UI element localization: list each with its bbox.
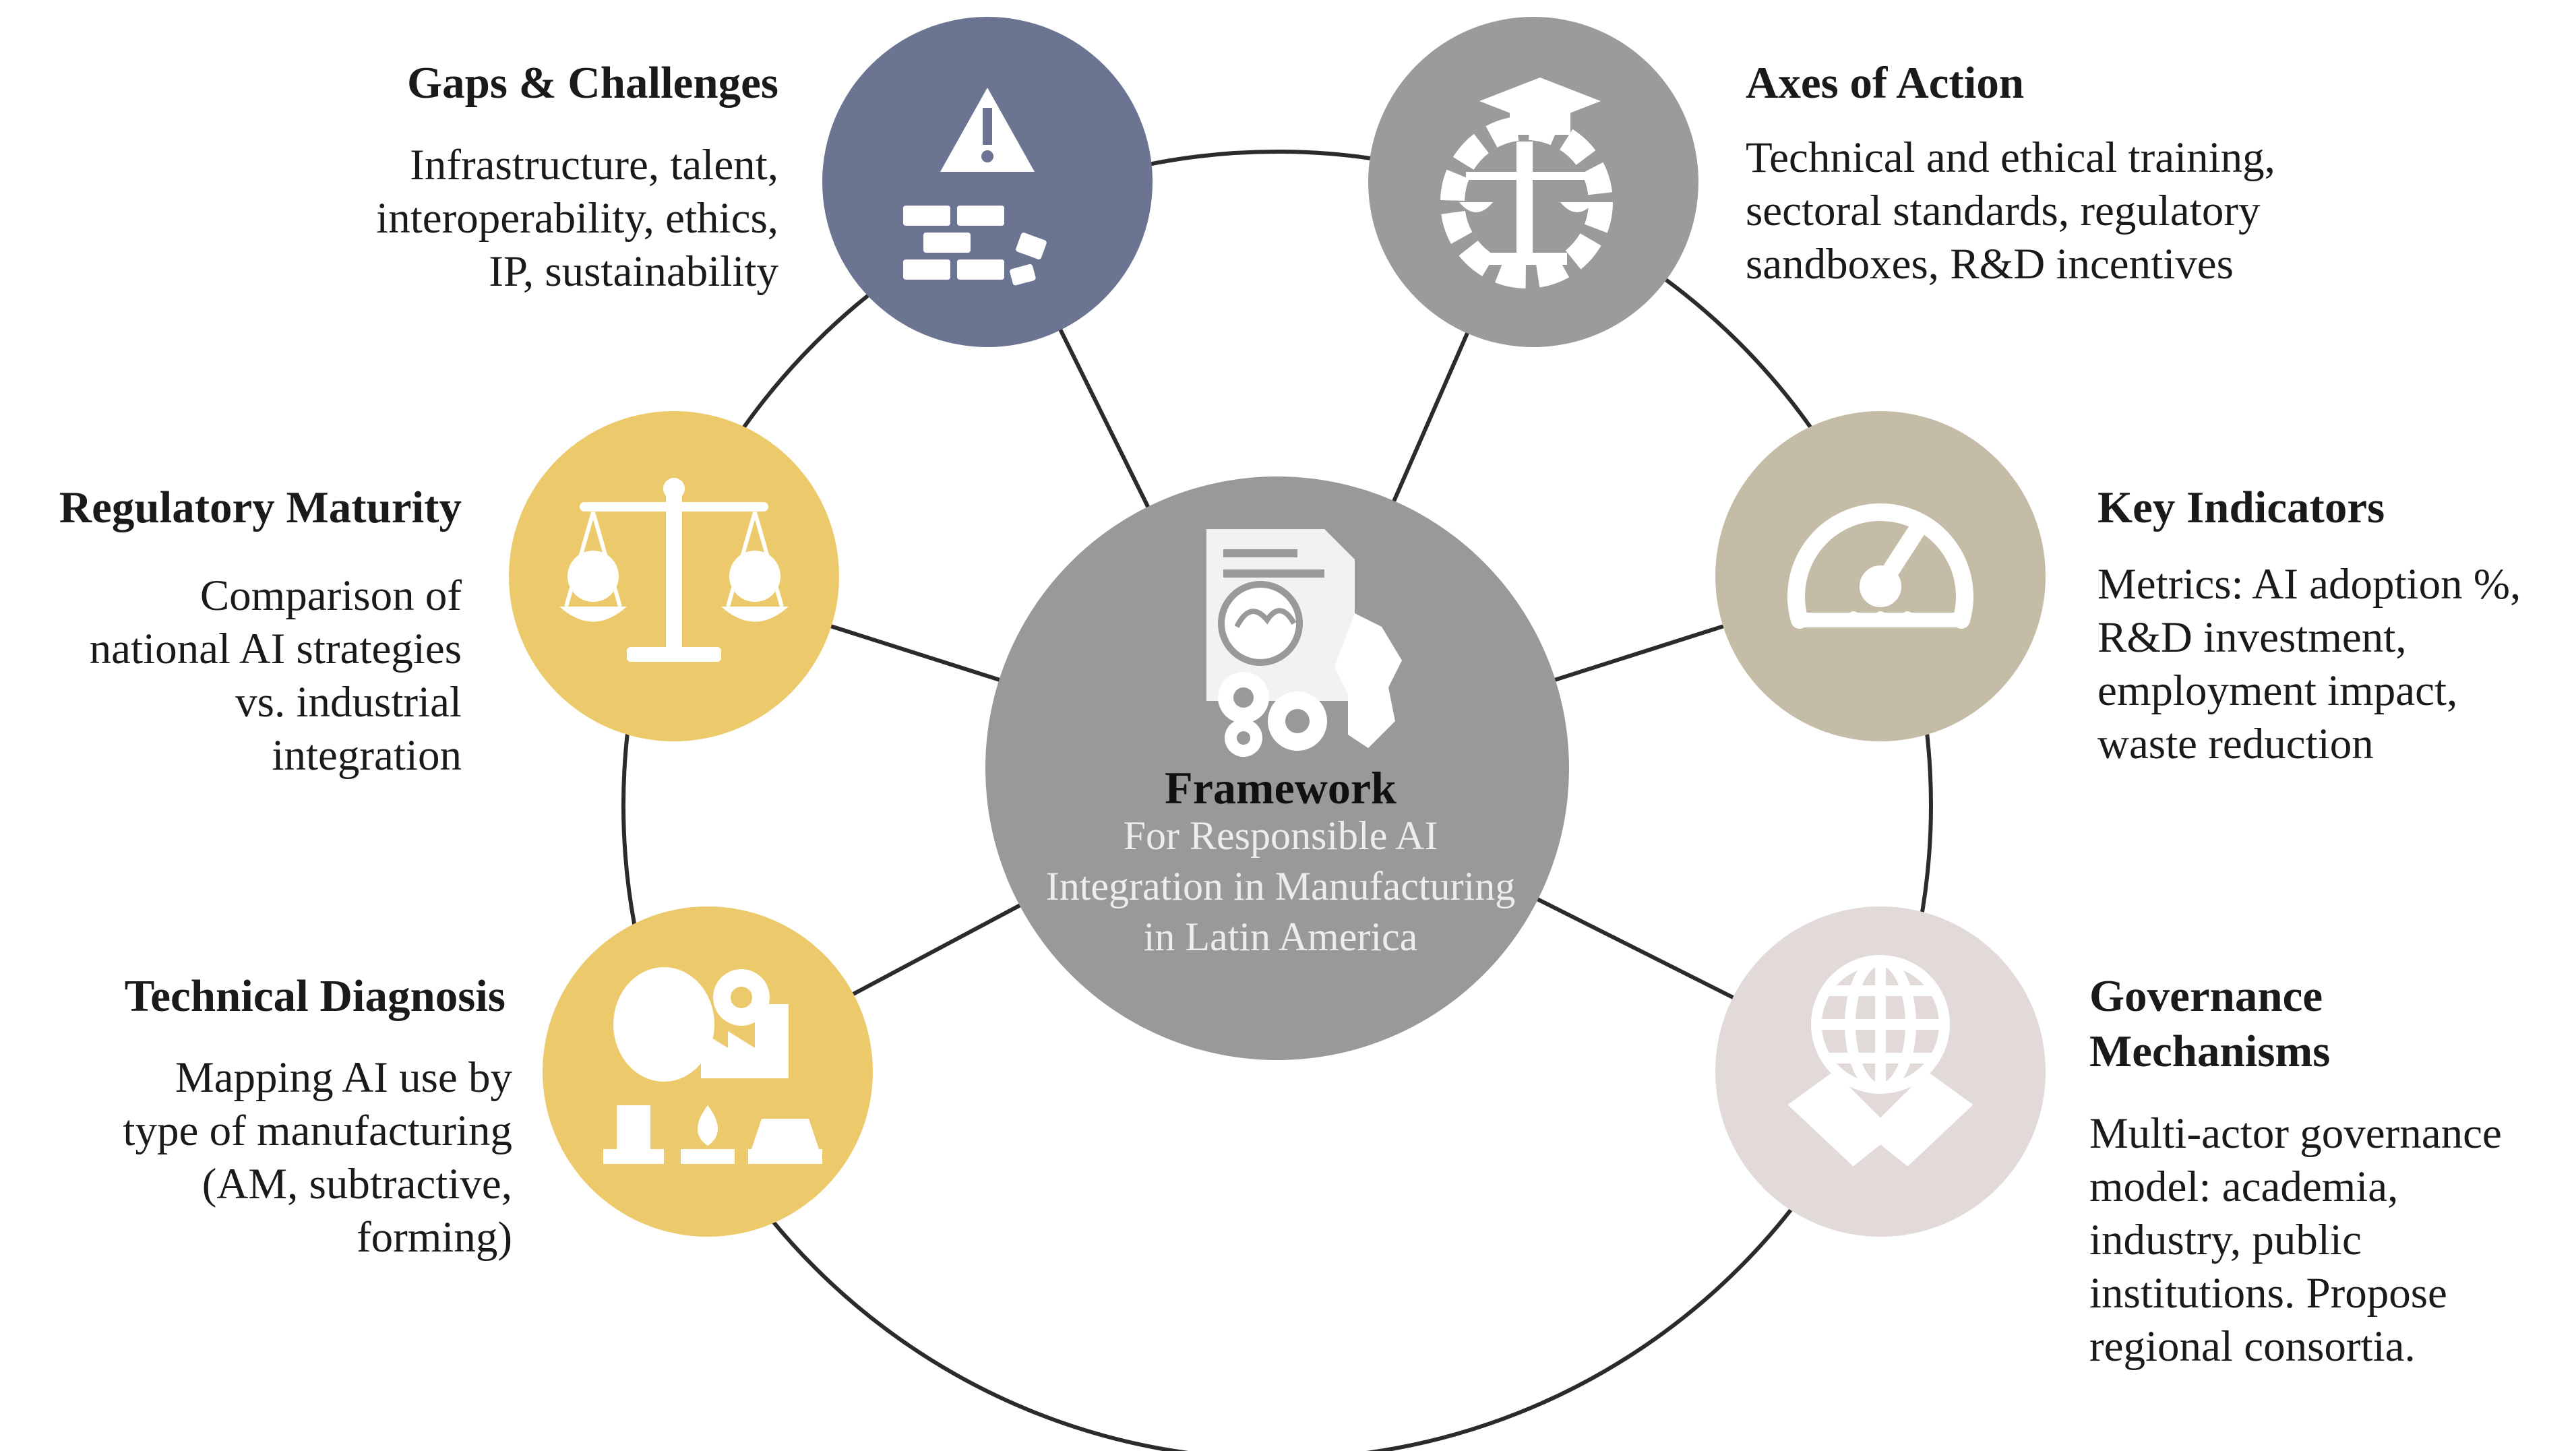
axes-description: Technical and ethical training, sectoral…	[1746, 131, 2420, 291]
indicators-title: Key Indicators	[2097, 483, 2385, 532]
framework-title: Framework	[1165, 762, 1397, 813]
indicators-line: R&D investment,	[2097, 613, 2407, 662]
governance-line: institutions. Propose	[2089, 1269, 2447, 1318]
governance-line: Multi-actor governance	[2089, 1109, 2502, 1158]
governance-title: Governance Mechanisms	[2089, 968, 2568, 1079]
governance-title-line: Mechanisms	[2089, 1026, 2331, 1076]
gaps-title: Gaps & Challenges	[407, 58, 778, 108]
regulatory-line: Comparison of	[200, 572, 462, 620]
regulatory-description: Comparison of national AI strategies vs.…	[0, 569, 462, 782]
regulatory-line: integration	[272, 731, 462, 780]
indicators-line: Metrics: AI adoption %,	[2097, 560, 2521, 609]
warning-bricks-icon	[903, 88, 1047, 286]
technical-line: type of manufacturing	[123, 1107, 512, 1155]
technical-line: forming)	[356, 1213, 512, 1262]
indicators-line: waste reduction	[2097, 720, 2374, 768]
gaps-line: IP, sustainability	[489, 247, 778, 296]
node-axes	[1368, 17, 1698, 347]
document-brain-map-icon	[1206, 529, 1402, 757]
regulatory-line: vs. industrial	[235, 678, 462, 727]
governance-line: model: academia,	[2089, 1163, 2399, 1211]
technical-title: Technical Diagnosis	[124, 971, 505, 1021]
gaps-line: interoperability, ethics,	[376, 194, 778, 243]
technical-description: Mapping AI use by type of manufacturing …	[0, 1051, 512, 1264]
framework-subtitle: For Responsible AI Integration in Manufa…	[1045, 813, 1516, 959]
technical-line: (AM, subtractive,	[202, 1160, 512, 1208]
governance-description: Multi-actor governance model: academia, …	[2089, 1107, 2568, 1373]
axes-line: sandboxes, R&D incentives	[1746, 240, 2234, 288]
axes-line: Technical and ethical training,	[1746, 133, 2275, 182]
indicators-line: employment impact,	[2097, 667, 2458, 715]
framework-hub	[985, 476, 1569, 1060]
regulatory-title: Regulatory Maturity	[59, 483, 462, 532]
graduation-scale-gear-icon	[1440, 78, 1613, 288]
axes-title: Axes of Action	[1746, 58, 2025, 108]
governance-line: regional consortia.	[2089, 1322, 2416, 1371]
node-gaps	[822, 17, 1153, 347]
regulatory-line: national AI strategies	[89, 625, 462, 673]
balance-scale-icon	[559, 478, 789, 662]
indicators-description: Metrics: AI adoption %, R&D investment, …	[2097, 558, 2569, 771]
axes-line: sectoral standards, regulatory	[1746, 187, 2261, 235]
gauge-icon	[1787, 503, 1973, 629]
brain-factory-icon	[603, 967, 822, 1164]
gaps-line: Infrastructure, talent,	[410, 141, 778, 189]
globe-handshake-icon	[1787, 955, 1973, 1167]
technical-line: Mapping AI use by	[175, 1053, 512, 1102]
governance-line: industry, public	[2089, 1216, 2362, 1264]
governance-title-line: Governance	[2089, 971, 2323, 1021]
gaps-description: Infrastructure, talent, interoperability…	[229, 139, 778, 299]
outer-ring	[621, 150, 1933, 1451]
